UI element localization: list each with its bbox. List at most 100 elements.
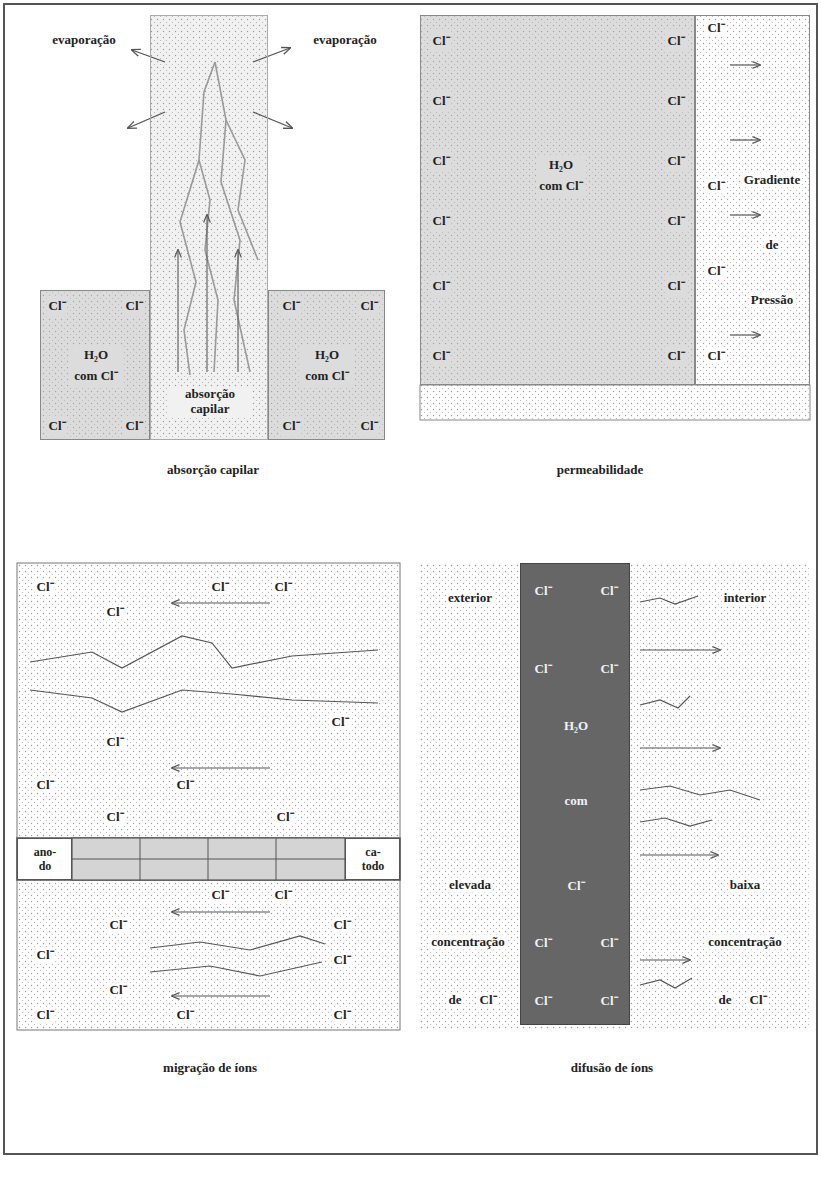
annotation-label: Cl⁻ [478,993,499,1008]
node-text: Cl⁻ [706,349,727,364]
node-text: Cl⁻ [431,346,452,367]
annotation-label: Cl⁻ [35,778,56,793]
panel-caption: difusão de íons [569,1061,655,1076]
pore-path [640,596,760,988]
node-text: Cl⁻ [666,211,687,232]
annotation-label: Cl⁻ [273,888,294,903]
annotation-label: Cl⁻ [332,953,353,968]
absorption-arrow [178,215,238,372]
node-text: Cl⁻ [124,416,145,437]
water-tank: Cl⁻Cl⁻H₂O com Cl⁻Cl⁻Cl⁻ [268,290,385,440]
node-text: H₂O com Cl⁻ [300,345,354,387]
annotation-label: Cl⁻ [330,715,351,730]
panel-caption: permeabilidade [555,463,646,478]
cathode-cell: ca- todo [345,838,400,880]
figure-frame [4,4,817,1154]
annotation-label: Gradiente [742,173,802,188]
electrode-cells [72,838,345,880]
node-text: Cl⁻ [666,346,687,367]
annotation-label: de [717,993,734,1008]
node-text: Cl⁻ [47,296,68,317]
anode-cell: ano- do [17,838,72,880]
node-text: Cl⁻ [533,994,554,1009]
node-text: Cl⁻ [359,416,380,437]
node-text: Cl⁻ [706,179,727,194]
node-text: absorção capilar [168,387,252,417]
node-text: Cl⁻ [124,296,145,317]
node-text: Cl⁻ [599,936,620,951]
annotation-label: Cl⁻ [332,1008,353,1023]
node-text: com [562,794,589,809]
capillary-crack [180,62,258,375]
water-film: Cl⁻Cl⁻Cl⁻Cl⁻H₂OcomCl⁻Cl⁻Cl⁻Cl⁻Cl⁻ [520,563,630,1025]
water-film [520,563,630,1025]
node-text: Cl⁻ [431,31,452,52]
node-text: Cl⁻ [706,21,727,36]
annotation-label: concentração [706,935,784,950]
panel-caption: migração de íons [161,1061,259,1076]
node-text: Cl⁻ [431,276,452,297]
annotation-label: de [447,993,464,1008]
annotation-label: Cl⁻ [275,810,296,825]
node-text: Cl⁻ [666,276,687,297]
node-text: Cl⁻ [533,584,554,599]
node-text: Cl⁻ [599,662,620,677]
annotation-label: Cl⁻ [108,983,129,998]
diffusion-arrow [640,650,720,960]
water-tank [40,290,150,440]
annotation-label: Cl⁻ [35,948,56,963]
concrete-wall [695,15,810,385]
node-text: Cl⁻ [599,584,620,599]
annotation-label: interior [722,591,769,606]
annotation-label: Cl⁻ [105,735,126,750]
node-text: H₂O [562,719,590,734]
node-text: Cl⁻ [533,662,554,677]
annotation-label: baixa [728,878,762,893]
concrete-wall: Cl⁻ Cl⁻ Cl⁻ Cl⁻ [695,15,810,385]
annotation-label: Cl⁻ [105,605,126,620]
water-tank: Cl⁻Cl⁻H₂O com Cl⁻Cl⁻Cl⁻ [40,290,150,440]
annotation-label: exterior [446,591,494,606]
annotation-label: Cl⁻ [175,1008,196,1023]
node-text: H₂O com Cl⁻ [537,155,586,197]
node-text: Cl⁻ [599,994,620,1009]
node-text: Cl⁻ [533,936,554,951]
node-text: Cl⁻ [566,879,587,894]
node-text: Cl⁻ [666,91,687,112]
annotation-label: Cl⁻ [105,810,126,825]
annotation-label: Cl⁻ [210,888,231,903]
panel-caption: absorção capilar [165,463,261,478]
annotation-label: evaporação [311,33,379,48]
node-text: Cl⁻ [431,151,452,172]
node-text: ca- todo [352,846,394,874]
node-text: Cl⁻ [706,264,727,279]
water-tank [268,290,385,440]
node-text: Cl⁻ [666,151,687,172]
annotation-label: Cl⁻ [210,580,231,595]
migration-arrow [172,603,270,996]
concrete-column [150,15,268,440]
node-text: ano- do [24,846,66,874]
node-text: Cl⁻ [431,211,452,232]
annotation-label: Cl⁻ [108,918,129,933]
annotation-label: Cl⁻ [273,580,294,595]
node-text: Cl⁻ [431,91,452,112]
annotation-label: Cl⁻ [748,993,769,1008]
node-text: Cl⁻ [47,416,68,437]
node-text: Cl⁻ [281,416,302,437]
annotation-label: Pressão [749,293,795,308]
annotation-label: evaporação [50,33,118,48]
annotation-label: Cl⁻ [35,580,56,595]
annotation-label: Cl⁻ [332,918,353,933]
annotation-label: de [764,238,781,253]
water-body: Cl⁻ Cl⁻ Cl⁻ Cl⁻ Cl⁻ Cl⁻ Cl⁻ Cl⁻ Cl⁻ Cl⁻ Cl⁻ Cl⁻ H₂O … [420,15,695,385]
node-text: Cl⁻ [666,31,687,52]
concrete-column: absorção capilar [150,15,268,440]
node-text: Cl⁻ [281,296,302,317]
pore-path [30,636,378,976]
concrete-base [420,385,810,420]
concrete-sample [17,563,400,1030]
